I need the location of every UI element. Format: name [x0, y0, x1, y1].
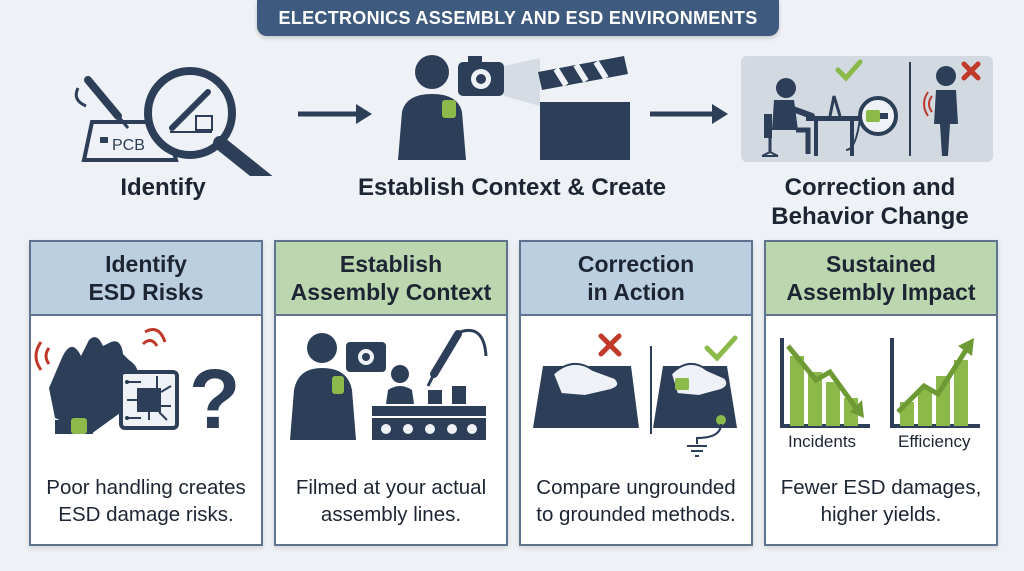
hand-icon: [49, 337, 138, 434]
incidents-label: Incidents: [788, 432, 857, 451]
title-banner: ELECTRONICS ASSEMBLY AND ESD ENVIRONMENT…: [257, 0, 779, 36]
worker-icon: [391, 365, 409, 383]
soldering-iron-icon: [84, 76, 122, 120]
hand-pcb-illustration: ?: [34, 328, 240, 446]
behavior-illustration: [741, 56, 993, 162]
step-establish-label: Establish Context & Create: [357, 174, 667, 201]
efficiency-label: Efficiency: [898, 432, 971, 451]
card-header: Identify ESD Risks: [31, 242, 261, 316]
identify-illustration: PCB: [74, 67, 273, 176]
ground-symbol-icon: [687, 445, 707, 457]
step-correction-label: Correction and Behavior Change: [771, 174, 969, 230]
process-flow: PCB: [74, 55, 993, 176]
cross-icon: [961, 61, 981, 81]
check-icon: [835, 59, 863, 82]
card-description: Filmed at your actual assembly lines.: [295, 476, 487, 526]
conveyor-belt-icon: [372, 406, 486, 416]
page-title: ELECTRONICS ASSEMBLY AND ESD ENVIRONMENT…: [278, 7, 758, 28]
card-description: Compare ungrounded to grounded methods.: [536, 476, 736, 526]
person-icon: [307, 333, 337, 363]
card-sustained-impact: Sustained Assembly Impact Incidents Effi…: [764, 240, 998, 546]
step-identify-label: Identify: [120, 174, 206, 201]
card-assembly-context: Establish Assembly Context Filmed at you…: [274, 240, 508, 546]
card-identify-risks: Identify ESD Risks ? Poor handling creat…: [29, 240, 263, 546]
cross-icon: [598, 333, 622, 357]
efficiency-growth-icon: [890, 338, 980, 428]
incidents-decline-icon: [780, 338, 870, 428]
soldering-iron-icon: [430, 330, 462, 378]
card-header: Establish Assembly Context: [276, 242, 506, 316]
check-icon: [704, 335, 738, 362]
card-header: Correction in Action: [521, 242, 751, 316]
arrow-right-icon: [298, 104, 372, 124]
impact-charts-illustration: [780, 338, 980, 428]
esd-wrist-strap-icon: [332, 376, 344, 394]
esd-wrist-strap-icon: [71, 418, 87, 434]
walking-person-icon: [936, 66, 956, 86]
filming-illustration: [398, 55, 630, 160]
arrow-right-icon: [650, 104, 728, 124]
clapperboard-icon: [540, 98, 630, 160]
card-description: Poor handling creates ESD damage risks.: [46, 476, 246, 526]
card-header: Sustained Assembly Impact: [766, 242, 996, 316]
seated-worker-icon: [776, 78, 796, 98]
assembly-line-illustration: [290, 329, 488, 440]
card-correction-action: Correction in Action Compare ungrounded …: [519, 240, 753, 546]
question-mark-icon: ?: [189, 352, 240, 446]
bare-hand-icon: [551, 363, 620, 398]
card-description: Fewer ESD damages, higher yields.: [780, 476, 982, 526]
pcb-board-icon: [81, 120, 179, 162]
esd-wrist-strap-icon: [442, 100, 456, 118]
person-icon: [415, 55, 449, 89]
grounded-comparison-illustration: [533, 333, 738, 457]
pcb-label: PCB: [112, 137, 145, 154]
